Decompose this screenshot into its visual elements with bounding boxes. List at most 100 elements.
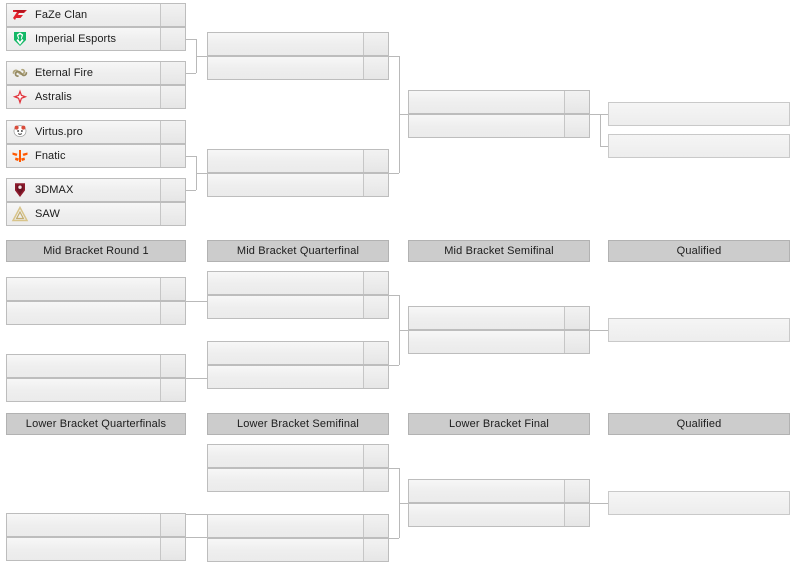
match-slot[interactable] [408, 114, 590, 138]
bracket-connector [186, 39, 196, 40]
team-score [564, 307, 589, 329]
match-slot[interactable]: Imperial Esports [6, 27, 186, 51]
bracket-connector [600, 114, 601, 146]
match-slot[interactable]: 3DMAX [6, 178, 186, 202]
team-cell [208, 272, 363, 294]
qualified-slot[interactable] [608, 491, 790, 515]
match-slot[interactable] [207, 173, 389, 197]
3dmax-logo-icon [10, 180, 30, 200]
match-slot[interactable] [6, 301, 186, 325]
match-slot[interactable]: SAW [6, 202, 186, 226]
match-slot[interactable] [207, 295, 389, 319]
team-cell [609, 103, 789, 125]
match-slot[interactable]: Astralis [6, 85, 186, 109]
team-cell [609, 319, 789, 341]
match-slot[interactable] [207, 538, 389, 562]
match-slot[interactable] [207, 149, 389, 173]
match-slot[interactable] [6, 277, 186, 301]
match-slot[interactable] [207, 444, 389, 468]
team-cell [7, 302, 160, 324]
round-header-lower-qualified: Qualified [608, 413, 790, 435]
bracket-connector [186, 514, 207, 515]
bracket-connector [389, 365, 399, 366]
match-slot[interactable] [408, 479, 590, 503]
team-cell: Imperial Esports [7, 28, 160, 50]
team-score [363, 33, 388, 55]
team-cell: Virtus.pro [7, 121, 160, 143]
match-slot[interactable] [6, 354, 186, 378]
team-cell [409, 91, 564, 113]
match-slot[interactable] [408, 90, 590, 114]
qualified-slot[interactable] [608, 102, 790, 126]
match-slot[interactable]: Fnatic [6, 144, 186, 168]
match-slot[interactable] [6, 513, 186, 537]
team-cell: Fnatic [7, 145, 160, 167]
bracket-connector [389, 56, 399, 57]
match-slot[interactable] [207, 56, 389, 80]
team-cell [7, 379, 160, 401]
team-score [160, 302, 185, 324]
team-cell [409, 115, 564, 137]
match-slot[interactable] [207, 32, 389, 56]
match-slot[interactable] [207, 365, 389, 389]
round-header-mid-quarterfinal: Mid Bracket Quarterfinal [207, 240, 389, 262]
match-slot[interactable] [408, 330, 590, 354]
match-slot[interactable]: Virtus.pro [6, 120, 186, 144]
team-cell [609, 492, 789, 514]
team-cell [208, 469, 363, 491]
team-cell [7, 355, 160, 377]
team-score [564, 504, 589, 526]
match-slot[interactable]: FaZe Clan [6, 3, 186, 27]
match-slot[interactable] [207, 271, 389, 295]
team-score [160, 28, 185, 50]
team-score [363, 296, 388, 318]
match-slot[interactable] [6, 378, 186, 402]
team-cell [208, 515, 363, 537]
team-score [363, 57, 388, 79]
qualified-slot[interactable] [608, 318, 790, 342]
match-slot[interactable] [207, 514, 389, 538]
team-score [363, 150, 388, 172]
match-slot[interactable] [207, 341, 389, 365]
astralis-logo-icon [10, 87, 30, 107]
round-header-lower-quarterfinals: Lower Bracket Quarterfinals [6, 413, 186, 435]
team-score [363, 445, 388, 467]
match-slot[interactable] [6, 537, 186, 561]
match-slot[interactable] [207, 468, 389, 492]
match-slot[interactable] [408, 503, 590, 527]
team-score [363, 469, 388, 491]
team-name: Eternal Fire [35, 67, 94, 79]
team-name: Fnatic [35, 150, 66, 162]
team-name: SAW [35, 208, 60, 220]
team-cell: 3DMAX [7, 179, 160, 201]
bracket-connector [399, 330, 408, 331]
bracket-connector [399, 114, 408, 115]
team-score [363, 366, 388, 388]
match-slot[interactable] [408, 306, 590, 330]
fnatic-logo-icon [10, 146, 30, 166]
round-header-lower-final: Lower Bracket Final [408, 413, 590, 435]
bracket-connector [186, 190, 196, 191]
team-name: Astralis [35, 91, 72, 103]
team-cell [7, 278, 160, 300]
team-cell [208, 33, 363, 55]
round-header-lower-semifinal: Lower Bracket Semifinal [207, 413, 389, 435]
team-score [160, 4, 185, 26]
team-score [363, 342, 388, 364]
qualified-slot[interactable] [608, 134, 790, 158]
team-score [160, 379, 185, 401]
team-score [363, 539, 388, 561]
team-score [160, 121, 185, 143]
team-score [160, 62, 185, 84]
team-score [160, 179, 185, 201]
team-cell [208, 342, 363, 364]
bracket-connector [389, 538, 399, 539]
bracket-connector [186, 156, 196, 157]
team-cell [7, 514, 160, 536]
team-cell [409, 504, 564, 526]
team-cell [409, 331, 564, 353]
team-name: FaZe Clan [35, 9, 88, 21]
round-header-mid-round1: Mid Bracket Round 1 [6, 240, 186, 262]
match-slot[interactable]: Eternal Fire [6, 61, 186, 85]
bracket-connector [600, 146, 608, 147]
